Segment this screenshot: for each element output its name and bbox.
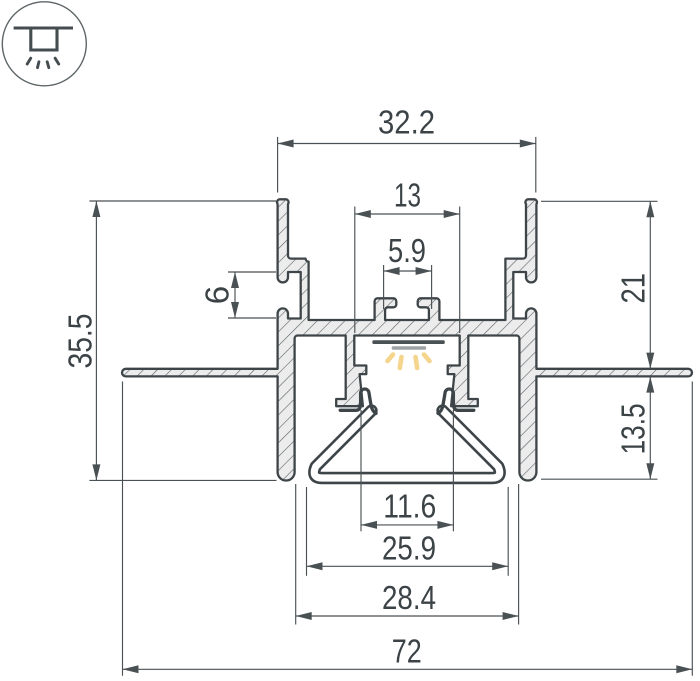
- svg-text:32.2: 32.2: [378, 105, 435, 142]
- svg-text:72: 72: [392, 634, 422, 671]
- svg-text:6: 6: [200, 286, 237, 305]
- svg-text:28.4: 28.4: [382, 580, 436, 617]
- svg-text:5.9: 5.9: [388, 233, 426, 270]
- svg-text:21: 21: [615, 273, 652, 304]
- svg-text:13.5: 13.5: [615, 403, 652, 454]
- svg-text:35.5: 35.5: [63, 314, 100, 369]
- svg-text:25.9: 25.9: [382, 530, 436, 567]
- svg-text:13: 13: [394, 178, 421, 215]
- svg-text:11.6: 11.6: [383, 489, 436, 526]
